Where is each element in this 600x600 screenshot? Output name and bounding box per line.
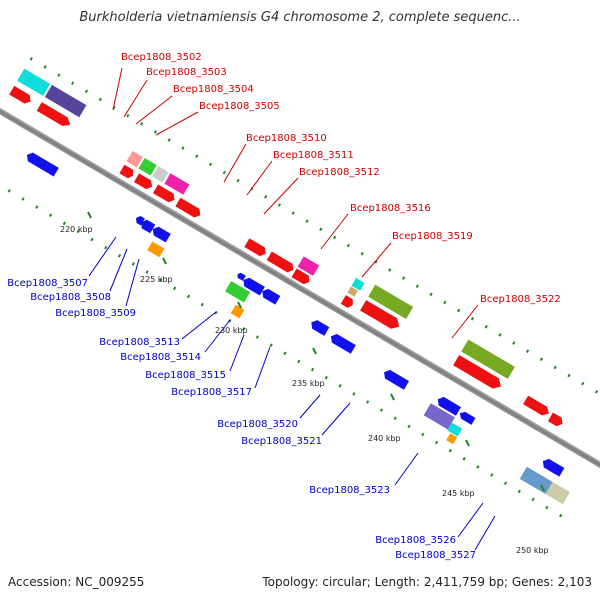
tick-mark — [390, 393, 395, 401]
gene-label[interactable]: Bcep1808_3515 — [145, 370, 226, 381]
gene-block — [545, 481, 570, 505]
tick-mark — [465, 439, 470, 447]
gene-block — [368, 284, 414, 320]
gene-label[interactable]: Bcep1808_3509 — [55, 308, 136, 319]
gene-arrow — [330, 334, 356, 354]
gene-arrow — [340, 295, 353, 308]
gene-block — [423, 403, 455, 430]
tick-label: 230 kbp — [215, 326, 248, 335]
gene-arrow — [360, 300, 400, 329]
gene-block — [225, 281, 251, 303]
forward-gene-labels: Bcep1808_3502 Bcep1808_3503 Bcep1808_350… — [121, 52, 561, 305]
tick-label: 220 kbp — [60, 225, 93, 234]
gene-label[interactable]: Bcep1808_3511 — [273, 150, 354, 161]
gene-arrow — [152, 184, 175, 203]
reverse-strand-genes — [26, 152, 570, 505]
gene-block — [447, 422, 463, 437]
outer-forward-dotted-track — [29, 57, 600, 415]
gene-arrow — [244, 238, 266, 257]
gene-arrow — [453, 354, 501, 389]
gene-arrow — [459, 411, 476, 425]
gene-label[interactable]: Bcep1808_3512 — [299, 167, 380, 178]
gene-arrow — [36, 102, 71, 126]
gene-label[interactable]: Bcep1808_3520 — [217, 419, 298, 430]
tick-label: 240 kbp — [368, 434, 401, 443]
gene-label[interactable]: Bcep1808_3527 — [395, 550, 476, 561]
gene-block — [126, 150, 143, 168]
gene-label[interactable]: Bcep1808_3502 — [121, 52, 202, 63]
gene-label[interactable]: Bcep1808_3504 — [173, 84, 254, 95]
tick-label: 250 kbp — [516, 546, 549, 555]
gene-label[interactable]: Bcep1808_3519 — [392, 231, 473, 242]
gene-arrow — [9, 85, 31, 104]
gene-block — [446, 433, 458, 445]
gene-arrow — [291, 268, 310, 285]
gene-label[interactable]: Bcep1808_3526 — [375, 535, 456, 546]
kbp-ticks: 220 kbp 225 kbp 230 kbp 235 kbp 240 kbp … — [60, 211, 549, 555]
gene-label[interactable]: Bcep1808_3513 — [99, 337, 180, 348]
gene-arrow — [547, 412, 563, 427]
tick-mark — [540, 484, 545, 492]
gene-label[interactable]: Bcep1808_3514 — [120, 352, 201, 363]
gene-label[interactable]: Bcep1808_3510 — [246, 133, 327, 144]
gene-arrow — [262, 288, 281, 305]
gene-arrow — [266, 251, 294, 273]
accession-text: Accession: NC_009255 — [8, 575, 145, 589]
gene-arrow — [523, 395, 549, 416]
tick-label: 225 kbp — [140, 275, 173, 284]
forward-leader-lines — [112, 67, 479, 339]
gene-arrow — [136, 216, 145, 226]
gene-arrow — [311, 320, 330, 336]
forward-strand-genes — [9, 68, 563, 427]
gene-block — [351, 277, 365, 291]
reverse-leader-lines — [88, 236, 496, 551]
gene-label[interactable]: Bcep1808_3522 — [480, 294, 561, 305]
gene-block — [230, 304, 245, 319]
gene-arrow — [384, 369, 410, 390]
gene-arrow — [26, 152, 59, 177]
map-title: Burkholderia vietnamiensis G4 chromosome… — [79, 10, 521, 25]
gene-block — [297, 256, 320, 276]
gene-arrow — [152, 226, 171, 243]
gene-label[interactable]: Bcep1808_3521 — [241, 436, 322, 447]
gene-arrow — [243, 277, 265, 296]
chromosome-backbone — [0, 98, 600, 479]
gene-label[interactable]: Bcep1808_3505 — [199, 101, 280, 112]
tick-mark — [87, 211, 92, 219]
tick-mark — [237, 301, 242, 309]
gene-arrow — [237, 272, 246, 281]
tick-label: 245 kbp — [442, 489, 475, 498]
gene-arrow — [134, 173, 153, 190]
gene-block — [461, 339, 515, 379]
gene-block — [152, 166, 169, 183]
gene-label[interactable]: Bcep1808_3517 — [171, 387, 252, 398]
topology-text: Topology: circular; Length: 2,411,759 bp… — [262, 575, 592, 589]
gene-block — [138, 158, 157, 176]
reverse-gene-labels: Bcep1808_3507 Bcep1808_3508 Bcep1808_350… — [7, 278, 476, 561]
gene-arrow — [175, 197, 201, 218]
gene-block — [147, 241, 165, 258]
gene-arrow — [437, 396, 462, 416]
gene-block — [44, 84, 87, 118]
gene-arrow — [542, 458, 565, 477]
gene-label[interactable]: Bcep1808_3508 — [30, 292, 111, 303]
inner-reverse-dotted-track — [0, 164, 571, 523]
tick-label: 235 kbp — [292, 379, 325, 388]
gene-label[interactable]: Bcep1808_3523 — [309, 485, 390, 496]
tick-mark — [162, 257, 167, 265]
gene-label[interactable]: Bcep1808_3503 — [146, 67, 227, 78]
gene-arrow — [141, 219, 156, 234]
gene-block — [519, 466, 553, 495]
tick-mark — [312, 347, 317, 355]
gene-block — [17, 68, 51, 96]
gene-label[interactable]: Bcep1808_3516 — [350, 203, 431, 214]
gene-arrow — [119, 164, 134, 179]
gene-block — [347, 286, 358, 297]
gene-block — [164, 173, 190, 195]
gene-label[interactable]: Bcep1808_3507 — [7, 278, 88, 289]
